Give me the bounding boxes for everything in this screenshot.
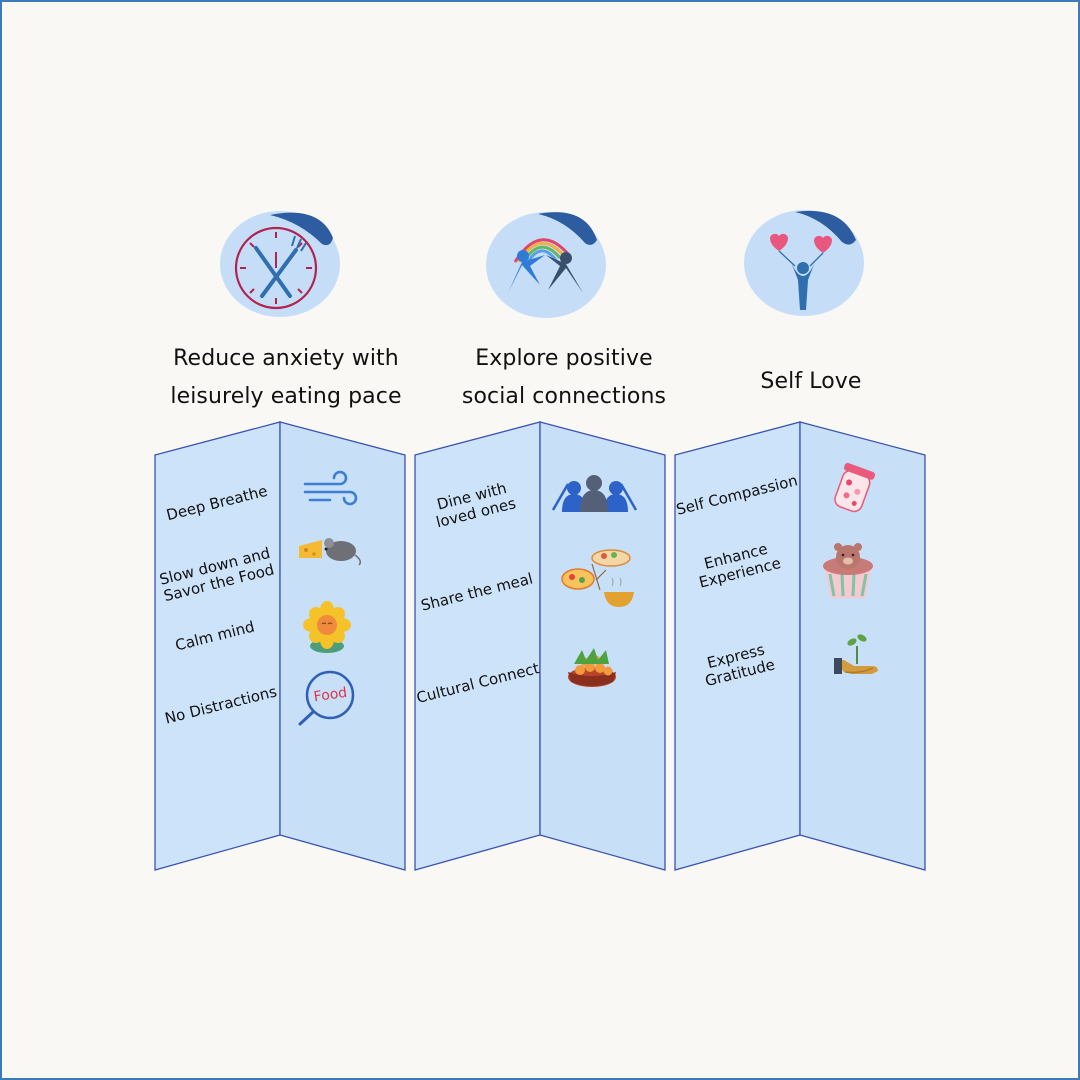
column-2-title-line-1: Explore positive: [475, 346, 653, 371]
heart-jar-icon: [834, 462, 876, 513]
folded-panel-3: [674, 421, 926, 871]
clock-fork-knife-icon: [220, 211, 340, 317]
magnifier-food-icon: Food: [298, 670, 355, 726]
column-1-title: Reduce anxiety with leisurely eating pac…: [146, 340, 426, 416]
column-3-title: Self Love: [760, 369, 862, 394]
hand-sprout-icon: [834, 634, 878, 674]
column-2-title-line-2: social connections: [461, 384, 667, 409]
balloon-person-icon: [744, 210, 864, 316]
sunflower-icon: [303, 601, 351, 653]
column-1-title-line-1: Reduce anxiety with: [173, 346, 399, 371]
dumplings-basket-icon: [568, 648, 616, 687]
rainbow-people-icon: [486, 212, 606, 318]
group-people-icon: [551, 475, 638, 512]
bear-cupcake-icon: [823, 543, 873, 598]
folded-panel-2: [414, 421, 666, 871]
mouse-cheese-icon: [299, 538, 362, 566]
column-1-title-line-2: leisurely eating pace: [170, 384, 402, 409]
food-icon-text: Food: [313, 685, 348, 706]
wind-icon: [303, 470, 358, 506]
column-2-title: Explore positive social connections: [424, 340, 704, 416]
shared-dishes-icon: [561, 549, 634, 607]
